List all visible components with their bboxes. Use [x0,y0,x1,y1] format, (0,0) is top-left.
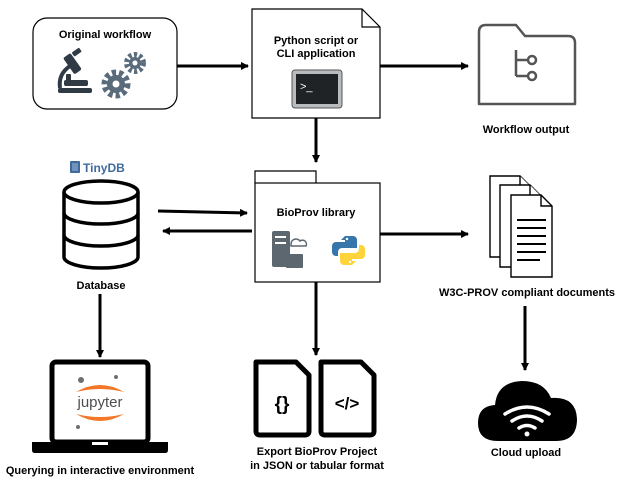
original-workflow-box [32,17,178,110]
original-workflow-node: Original workflow [32,17,178,110]
export-label-line2: in JSON or tabular format [250,460,384,472]
jupyter-node: jupyter Querying in interactive environm… [6,359,195,477]
arrow-database-to-bioprov [157,208,248,217]
bioprov-library-label: BioProv library [277,207,357,219]
bioprov-folder-tab [254,170,317,183]
workflow-output-node: Workflow output [477,23,577,136]
microscope-icon [57,47,92,93]
python-script-label-line1: Python script or [274,35,359,47]
export-label-line1: Export BioProv Project [257,446,378,458]
original-workflow-label: Original workflow [59,29,152,41]
connectors [96,62,529,371]
jupyter-label: jupyter [76,394,122,411]
svg-text:>_: >_ [300,81,313,93]
w3c-prov-node: W3C-PROV compliant documents [439,175,615,299]
tinydb-label: TinyDB [83,161,125,175]
folder-tree-icon [477,23,577,106]
querying-label: Querying in interactive environment [6,465,195,477]
documents-icon [489,175,553,278]
bioprov-library-node: BioProv library [254,170,381,283]
laptop-icon [32,359,168,453]
terminal-icon: >_ [291,69,343,109]
python-script-note-shape [251,8,381,119]
cloud-upload-label: Cloud upload [491,447,561,459]
json-file-icon: {} [253,359,312,438]
server-cloud-icon [272,231,308,268]
python-logo-icon [332,236,365,265]
gears-icon [101,52,146,99]
w3c-prov-label: W3C-PROV compliant documents [439,287,615,299]
workflow-output-label: Workflow output [483,124,570,136]
database-icon [62,179,140,270]
python-script-node: Python script or CLI application >_ [251,8,381,119]
tinydb-logo: TinyDB [70,161,125,175]
code-file-icon: </> [318,359,377,438]
cloud-upload-node: Cloud upload [478,381,577,459]
jupyter-logo: jupyter [76,375,124,429]
svg-text:</>: </> [335,394,360,413]
cloud-wifi-icon [478,381,577,441]
database-label: Database [77,280,126,292]
python-script-label-line2: CLI application [277,48,356,60]
export-node: {} </> Export BioProv Project in JSON or… [250,359,384,472]
database-node: Database [62,179,140,292]
svg-text:{}: {} [275,394,290,415]
